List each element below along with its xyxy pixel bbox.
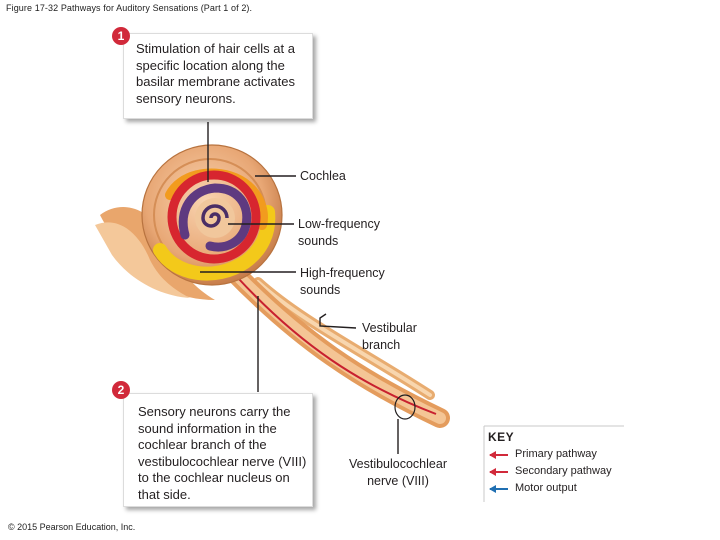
key-legend: KEY	[488, 430, 628, 444]
low-frequency-label: Low-frequency sounds	[298, 217, 380, 248]
secondary-pathway-arrow-icon	[489, 468, 508, 476]
step-1-badge: 1	[112, 27, 130, 45]
primary-pathway-arrow-icon	[489, 451, 508, 459]
vestibulocochlear-nerve-label: Vestibulocochlear nerve (VIII)	[349, 457, 447, 488]
key-title: KEY	[488, 430, 515, 444]
step-1-text: Stimulation of hair cells at a specific …	[136, 41, 295, 106]
key-item-secondary-pathway: Secondary pathway	[515, 465, 612, 477]
key-item-motor-output: Motor output	[515, 482, 577, 494]
motor-output-arrow-icon	[489, 485, 508, 493]
step-1-box: Stimulation of hair cells at a specific …	[123, 33, 313, 119]
figure-title: Figure 17-32 Pathways for Auditory Sensa…	[6, 3, 253, 13]
step-2-badge: 2	[112, 381, 130, 399]
vestibular-branch-label: Vestibular branch	[362, 321, 417, 352]
step-2-box: Sensory neurons carry the sound informat…	[123, 393, 313, 507]
cochlea-label: Cochlea	[300, 169, 346, 183]
low-frequency-band	[178, 183, 252, 252]
primary-pathway-line	[237, 277, 437, 415]
step-2-text: Sensory neurons carry the sound informat…	[138, 404, 307, 502]
high-frequency-band	[153, 205, 276, 281]
copyright: © 2015 Pearson Education, Inc.	[8, 522, 136, 532]
key-item-primary-pathway: Primary pathway	[515, 448, 597, 460]
high-frequency-label: High-frequency sounds	[300, 266, 385, 297]
